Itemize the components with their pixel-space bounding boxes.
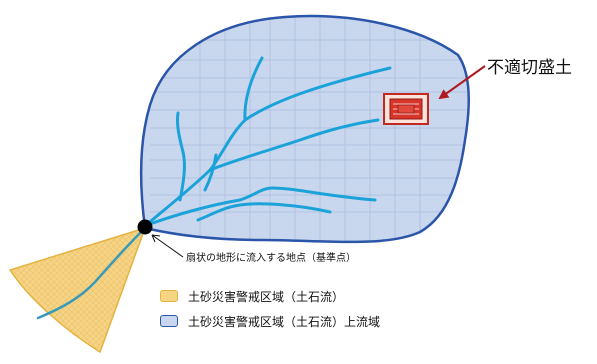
- legend-label-upstream-area: 土砂災害警戒区域（土石流）上流域: [188, 314, 381, 329]
- watershed-boundary: [139, 14, 470, 244]
- legend-label-hazard-zone: 土砂災害警戒区域（土石流）: [188, 289, 345, 304]
- fan-hatch: [10, 228, 145, 352]
- fan-stream: [36, 226, 147, 320]
- tributary-upper-left: [243, 56, 264, 122]
- reference-point-pointer-head: [151, 234, 161, 243]
- legend-item-hazard-zone: 土砂災害警戒区域（土石流）: [160, 286, 344, 306]
- watershed-fill: [141, 16, 469, 243]
- improper-embankment-label: 不適切盛土: [487, 58, 572, 78]
- tributary-mid: [208, 118, 380, 172]
- debris-flow-fan-zone: [8, 226, 147, 354]
- tributary-lower: [196, 202, 332, 222]
- legend-swatch-hazard-zone: [160, 290, 178, 302]
- legend-item-upstream-area: 土砂災害警戒区域（土石流）上流域: [160, 311, 380, 331]
- legend-swatch-upstream-area: [160, 315, 178, 327]
- tributary-right-long: [148, 186, 377, 226]
- reference-point-label: 扇状の地形に流入する地点（基準点）: [186, 253, 356, 264]
- reference-point-pointer: [151, 234, 184, 258]
- stream-network: [143, 56, 392, 228]
- callout-arrow: [438, 65, 486, 100]
- tributary-short: [203, 153, 218, 192]
- tributary-left: [176, 111, 186, 202]
- embankment-icon: [383, 93, 429, 125]
- upstream-watershed-area: [139, 14, 470, 244]
- reference-point-marker: [137, 219, 153, 235]
